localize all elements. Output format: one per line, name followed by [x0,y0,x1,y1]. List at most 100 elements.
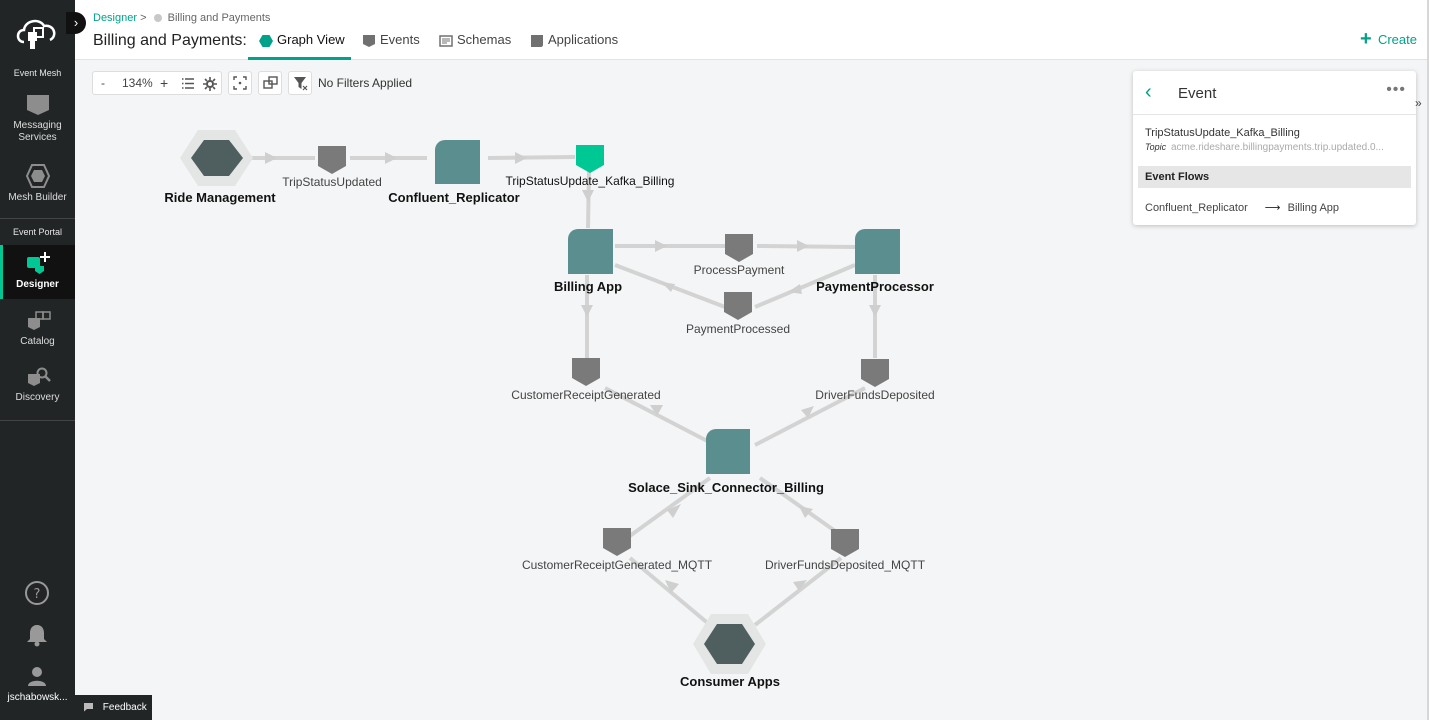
event-process-payment[interactable]: ProcessPayment [694,234,785,277]
tab-graph-view-label: Graph View [277,32,345,47]
filter-button[interactable] [288,71,312,95]
event-flow-row[interactable]: Confluent_Replicator ⟶ Billing App [1145,201,1339,214]
arrow-right-icon [655,240,667,252]
bell-icon[interactable] [24,622,50,648]
arrow-right-icon [385,152,397,164]
zoom-controls: - 134% + [92,71,222,95]
fit-to-screen-button[interactable] [228,71,252,95]
page-header: Designer > Billing and Payments Billing … [75,0,1429,60]
tab-events-label: Events [380,32,420,47]
event-trip-status-kafka-billing[interactable]: TripStatusUpdate_Kafka_Billing [506,145,675,188]
arrow-down-icon [582,190,594,202]
event-icon [724,292,752,320]
event-driver-funds-deposited-mqtt[interactable]: DriverFundsDeposited_MQTT [765,529,926,572]
node-label: Ride Management [164,190,276,205]
event-driver-funds-deposited[interactable]: DriverFundsDeposited [815,359,935,402]
event-icon [861,359,889,387]
event-icon [603,528,631,556]
active-tab-indicator [248,57,351,60]
graph-edge [628,556,712,627]
arrow-down-icon [581,305,593,317]
nav-discovery-label: Discovery [15,392,60,403]
user-name[interactable]: jschabowsk... [7,692,68,703]
hexagon-icon [259,35,273,47]
fit-screen-icon [233,76,247,90]
event-label: ProcessPayment [694,263,785,277]
topic-row: Topic acme.rideshare.billingpayments.tri… [1145,142,1407,153]
event-payment-processed[interactable]: PaymentProcessed [686,292,790,336]
nav-mesh-builder[interactable]: Mesh Builder [0,164,75,204]
event-name-link[interactable]: TripStatusUpdate_Kafka_Billing [1145,127,1300,139]
arrow-down-right-icon [799,506,813,518]
tab-schemas[interactable]: Schemas [439,32,511,60]
nav-designer[interactable]: Designer [0,245,75,299]
panel-divider [1133,114,1416,115]
more-options-icon[interactable]: ••• [1386,81,1406,98]
event-icon [572,358,600,386]
event-trip-status-updated[interactable]: TripStatusUpdated [282,146,382,189]
svg-text:?: ? [34,587,41,602]
collapse-panel-icon[interactable]: » [1415,96,1422,110]
event-label: DriverFundsDeposited_MQTT [765,558,926,572]
designer-icon [26,252,50,274]
event-selected-icon [576,145,604,173]
topic-value: acme.rideshare.billingpayments.trip.upda… [1170,142,1384,153]
filter-icon [294,77,308,91]
node-solace-sink-connector-billing[interactable]: Solace_Sink_Connector_Billing [628,429,824,495]
event-label: TripStatusUpdate_Kafka_Billing [506,174,675,188]
feedback-label: Feedback [102,702,147,713]
tab-applications[interactable]: Applications [530,32,618,60]
help-icon[interactable]: ? [24,580,50,606]
expand-nav-button[interactable]: › [66,12,86,34]
zoom-in-button[interactable]: + [160,75,169,91]
solace-logo-icon[interactable] [14,14,58,50]
graph-edge [753,556,843,627]
node-ride-management[interactable]: Ride Management [164,130,276,205]
discovery-icon [27,367,51,386]
event-label: DriverFundsDeposited [815,388,934,402]
graph-canvas[interactable]: Ride Management TripStatusUpdated Conflu… [75,60,1427,720]
nav-messaging-services[interactable]: Messaging Services [0,94,75,144]
filter-status-label: No Filters Applied [318,76,413,90]
create-button[interactable]: + Create [1360,28,1417,50]
arrow-down-icon [869,305,881,317]
breadcrumb-current: Billing and Payments [167,12,271,24]
node-payment-processor[interactable]: PaymentProcessor [816,229,934,294]
event-icon [363,35,375,47]
settings-gear-icon[interactable] [203,77,217,91]
event-icon [831,529,859,557]
nav-catalog[interactable]: Catalog [0,310,75,348]
zoom-out-button[interactable]: - [101,76,105,90]
feedback-button[interactable]: Feedback [75,695,152,720]
event-customer-receipt-generated-mqtt[interactable]: CustomerReceiptGenerated_MQTT [522,528,713,572]
chat-bubble-icon [84,703,93,712]
create-button-label: Create [1377,32,1417,47]
event-customer-receipt-generated[interactable]: CustomerReceiptGenerated [511,358,661,402]
node-billing-app[interactable]: Billing App [554,229,622,294]
node-confluent-replicator[interactable]: Confluent_Replicator [388,140,520,205]
user-avatar-icon[interactable] [24,664,50,690]
node-label: Confluent_Replicator [388,190,519,205]
node-consumer-apps[interactable]: Consumer Apps [680,614,780,689]
minimap-button[interactable] [258,71,282,95]
flow-target: Billing App [1287,202,1340,214]
arrow-down-left-icon [801,406,814,418]
hexagon-app-icon [704,624,755,664]
nav-discovery[interactable]: Discovery [0,366,75,404]
node-label: PaymentProcessor [816,279,934,294]
application-icon [568,229,613,274]
arrow-right-icon: ⟶ [1264,202,1281,214]
event-flows-header: Event Flows [1138,166,1411,188]
breadcrumb-designer-link[interactable]: Designer [93,12,138,24]
event-label: CustomerReceiptGenerated [511,388,660,402]
list-view-icon[interactable] [181,77,195,90]
tab-schemas-label: Schemas [457,32,512,47]
right-edge-border [1427,0,1429,720]
tab-events[interactable]: Events [362,32,420,60]
tab-graph-view[interactable]: Graph View [259,32,345,60]
flow-source: Confluent_Replicator [1145,202,1248,214]
hexagon-app-icon [191,140,243,176]
arrow-down-left-icon [793,580,807,591]
back-chevron-icon[interactable]: ‹ [1145,81,1152,103]
messaging-service-icon [26,95,49,115]
